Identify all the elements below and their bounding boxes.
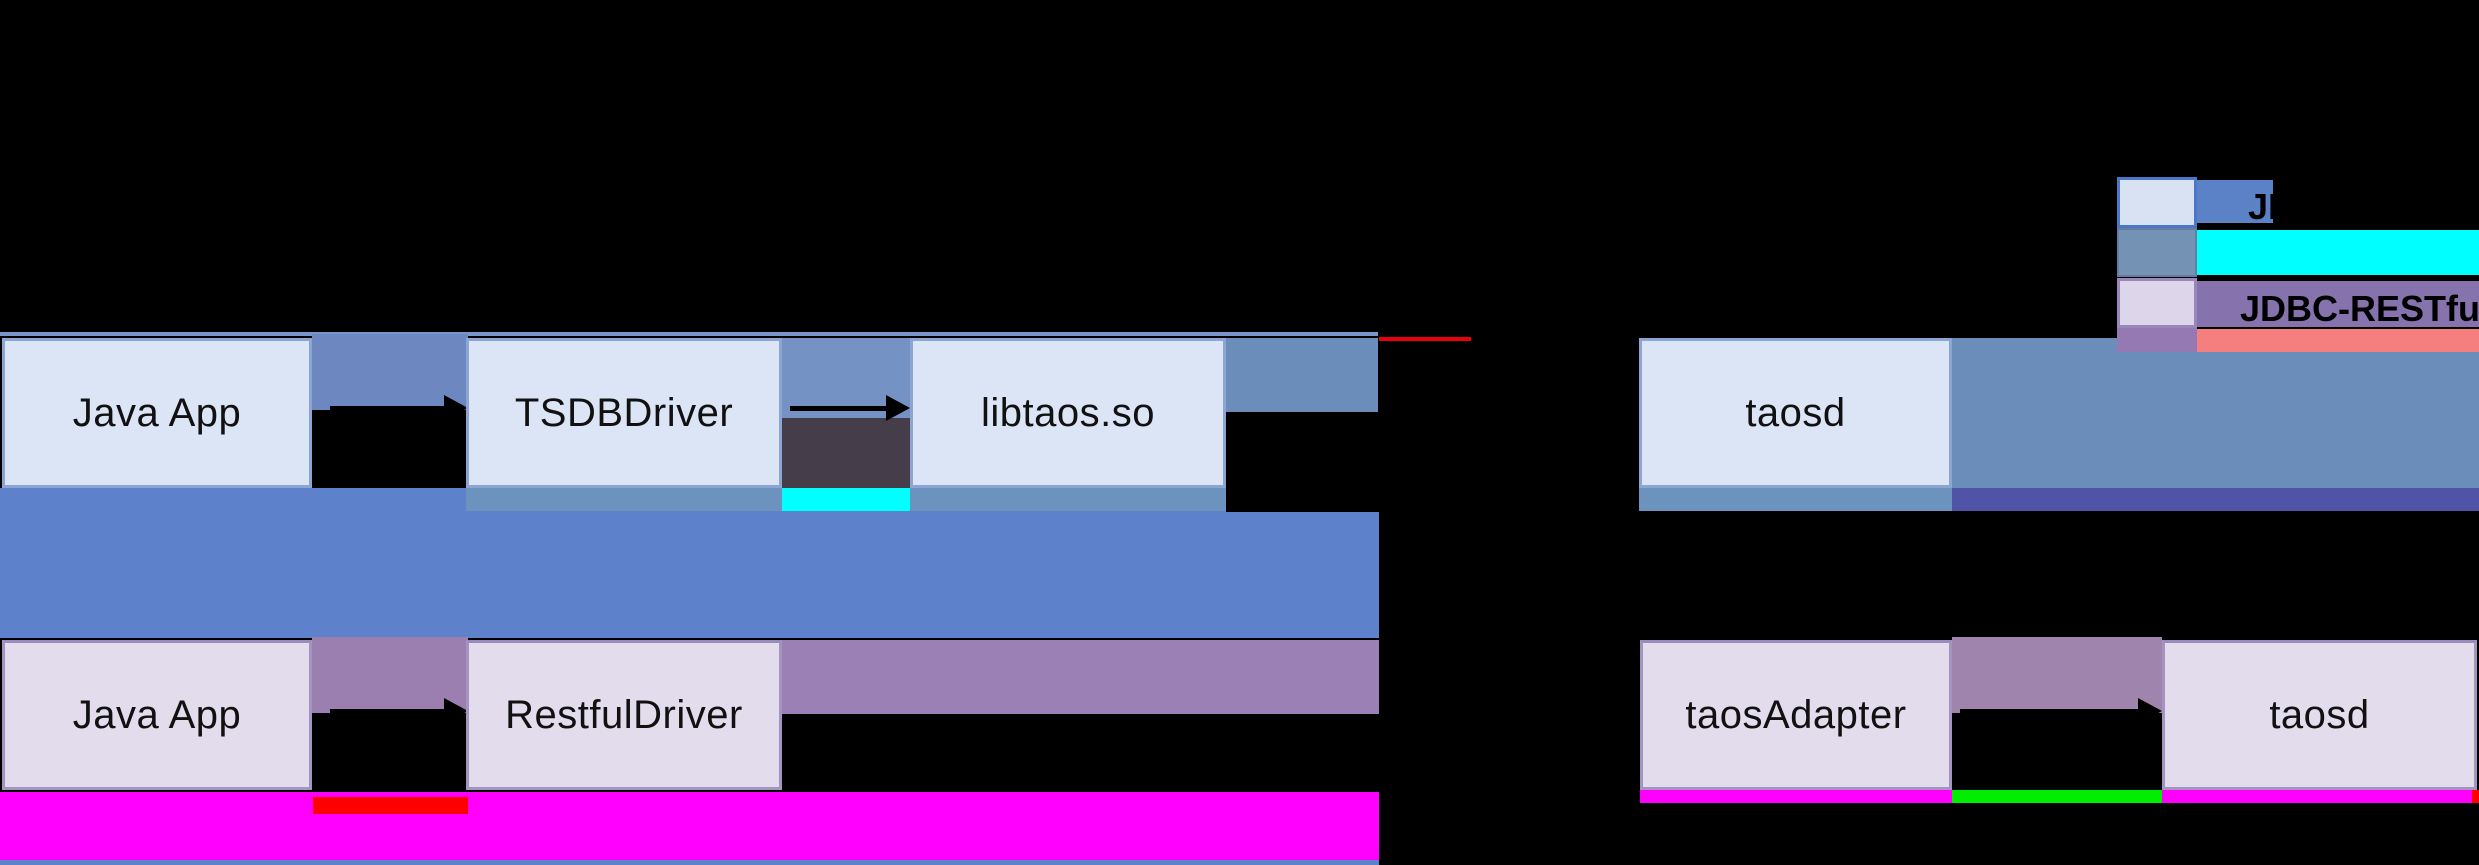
server-slate-band — [1952, 338, 2479, 488]
arrow-shaft-rest-2 — [1470, 709, 1618, 714]
node-taosadapter-label: taosAdapter — [1685, 692, 1907, 737]
node-taosadapter: taosAdapter — [1640, 640, 1952, 790]
legend-purple-strip — [2197, 281, 2479, 327]
arrow-head-rest-3 — [2138, 698, 2162, 724]
jni-connector-2-dark — [782, 418, 912, 488]
arrow-shaft-jni-2 — [790, 406, 888, 411]
blue-bottom-line — [0, 860, 1379, 865]
legend-swatch-rest-app — [2117, 278, 2197, 328]
magenta-band — [0, 792, 1379, 865]
arrow-shaft-jni-3 — [1470, 404, 1618, 409]
node-java-app-rest: Java App — [2, 640, 312, 790]
node-java-app-jni: Java App — [2, 338, 312, 488]
cyan-strip — [782, 488, 910, 511]
strip-under-tsdbdriver — [466, 488, 782, 511]
legend-salmon-strip — [2197, 329, 2479, 352]
node-taosd-jni: taosd — [1639, 338, 1952, 488]
red-strip-right — [2472, 790, 2479, 803]
node-tsdbdriver-label: TSDBDriver — [514, 390, 734, 435]
arrow-head-rest-1 — [444, 698, 468, 724]
arrow-head-rest-2 — [1615, 698, 1639, 724]
black-notch-right-of-libtaos — [1226, 412, 1379, 512]
node-libtaos-label: libtaos.so — [981, 390, 1155, 435]
legend-blue-strip — [2197, 180, 2273, 223]
jni-connector-1 — [312, 334, 468, 410]
rest-mauve-bar — [782, 640, 1379, 714]
jni-row-top-line — [0, 332, 1378, 336]
magenta-strip-under-taosadapter — [1640, 790, 1952, 803]
magenta-strip-under-taosd2 — [2162, 790, 2472, 803]
node-taosd-rest-label: taosd — [2269, 692, 2370, 737]
legend-swatch-slate — [2117, 228, 2197, 277]
arrow-head-jni-3 — [1615, 393, 1639, 419]
node-restfuldriver-label: RestfulDriver — [505, 692, 743, 737]
legend-label-jdbc-jni: JDBC-JNI — [2248, 186, 2415, 227]
legend-swatch-jni-app — [2117, 177, 2197, 228]
big-blue-band — [0, 488, 1379, 638]
jni-slate-segment — [1226, 338, 1378, 412]
legend-swatch-purple — [2117, 328, 2197, 352]
green-strip — [1952, 790, 2162, 803]
node-java-app-rest-label: Java App — [72, 692, 242, 737]
node-taosd-rest: taosd — [2162, 640, 2477, 790]
arrow-shaft-rest-3 — [1960, 709, 2142, 714]
node-tsdbdriver: TSDBDriver — [466, 338, 782, 488]
node-restfuldriver: RestfulDriver — [466, 640, 782, 790]
arrow-shaft-rest-1 — [330, 709, 450, 714]
indigo-strip — [1952, 488, 2479, 511]
node-taosd-jni-label: taosd — [1745, 390, 1846, 435]
rest-connector-1 — [312, 637, 468, 713]
legend-label-jdbc-restful: JDBC-RESTful — [2240, 288, 2479, 329]
arrow-head-jni-2 — [886, 395, 910, 421]
arrow-head-jni-1 — [444, 395, 468, 421]
red-line — [1379, 337, 1471, 341]
strip-under-libtaos-2 — [910, 488, 1226, 511]
node-java-app-jni-label: Java App — [72, 390, 242, 435]
node-libtaos: libtaos.so — [910, 338, 1226, 488]
rest-connector-2 — [1952, 637, 2162, 713]
legend-cyan-strip — [2197, 230, 2479, 275]
red-strip-left — [313, 797, 468, 814]
strip-under-taosd — [1639, 488, 1952, 511]
arrow-shaft-jni-1 — [330, 406, 450, 411]
